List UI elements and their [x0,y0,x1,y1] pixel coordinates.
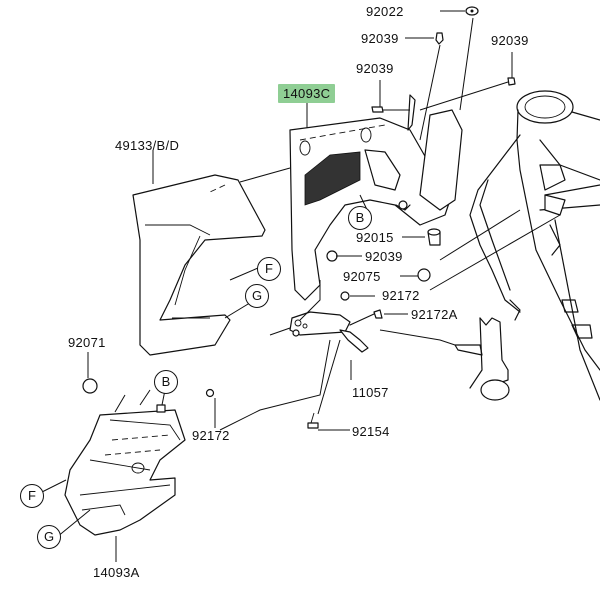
part-label-92071[interactable]: 92071 [68,335,106,350]
part-label-92172[interactable]: 92172 [382,288,420,303]
part-label-92022[interactable]: 92022 [366,4,404,19]
part-label-49133-b-d[interactable]: 49133/B/D [115,138,180,153]
part-label-14093c-highlighted[interactable]: 14093C [278,84,336,103]
lower-cowl-14093a-drawing [64,389,186,536]
part-label-92039[interactable]: 92039 [491,33,529,48]
part-label-14093a[interactable]: 14093A [93,565,140,580]
part-label-92172[interactable]: 92172 [192,428,230,443]
callout-f: F [20,484,44,508]
part-label-92154[interactable]: 92154 [352,424,390,439]
part-label-92075[interactable]: 92075 [343,269,381,284]
fairing-49133-drawing [132,174,266,356]
part-label-92015[interactable]: 92015 [356,230,394,245]
callout-g: G [37,525,61,549]
hardware-drawing [82,6,516,429]
part-label-92039[interactable]: 92039 [361,31,399,46]
part-label-92039[interactable]: 92039 [356,61,394,76]
callout-g: G [245,284,269,308]
callout-b: B [154,370,178,394]
part-label-92039[interactable]: 92039 [365,249,403,264]
frame-drawing [379,90,600,401]
part-label-11057[interactable]: 11057 [352,385,389,400]
inner-panel-14093c-drawing [289,94,463,301]
bracket-11057-drawing [289,311,369,353]
part-label-92172a[interactable]: 92172A [411,307,458,322]
callout-f: F [257,257,281,281]
callout-b: B [348,206,372,230]
